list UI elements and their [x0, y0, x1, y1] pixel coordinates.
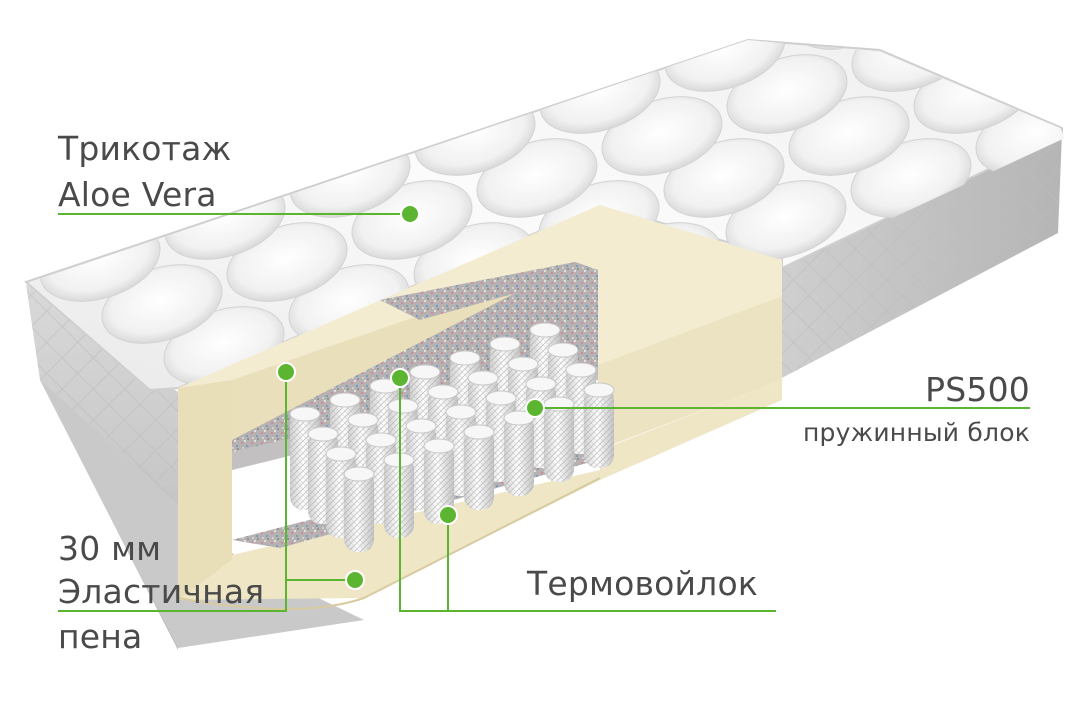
- pocket-spring-texture: [424, 442, 454, 524]
- felt-callout-line-1: [399, 378, 776, 612]
- felt-top-marker-dot: [390, 368, 410, 388]
- quilt-pillow: [415, 40, 537, 50]
- cover-marker-dot: [400, 204, 420, 224]
- pocket-spring-top: [409, 364, 441, 380]
- pocket-spring-texture: [584, 386, 614, 468]
- cover-label-line2: Aloe Vera: [58, 175, 217, 214]
- quilt-pillow: [905, 0, 1045, 21]
- spring-marker-dot: [525, 398, 545, 418]
- pocket-spring-top: [365, 432, 397, 448]
- foam-label-line3: пена: [58, 617, 143, 656]
- pocket-spring-top: [525, 376, 557, 392]
- foam-top-marker-dot: [276, 362, 296, 382]
- cover-label-line1: Трикотаж: [58, 129, 232, 168]
- quilt-pillow: [352, 54, 474, 134]
- pocket-spring-top: [547, 342, 579, 358]
- quilt-pillow: [1038, 40, 1065, 92]
- spring-label-line1: PS500: [925, 370, 1030, 409]
- pocket-spring-top: [289, 406, 321, 422]
- pocket-spring-top: [423, 438, 455, 454]
- quilt-pillow: [28, 138, 37, 218]
- foam-label-line1: 30 мм: [58, 529, 162, 568]
- quilt-pillow: [718, 0, 858, 21]
- quilt-pillow: [103, 40, 225, 92]
- pocket-spring-top: [565, 362, 597, 378]
- quilt-pillow: [227, 96, 349, 176]
- pocket-spring-top: [485, 390, 517, 406]
- felt-bottom-marker-dot: [438, 505, 458, 525]
- quilt-pillow: [976, 40, 1065, 50]
- pocket-spring-top: [467, 370, 499, 386]
- quilt-pillow: [477, 40, 599, 92]
- pocket-spring-top: [445, 404, 477, 420]
- pocket-spring-texture: [544, 400, 574, 482]
- foam-label-line2: Эластичная: [58, 572, 265, 611]
- quilt-pillow: [344, 0, 484, 21]
- callout-dots: [276, 204, 545, 590]
- pocket-spring-top: [307, 426, 339, 442]
- quilt-pillow: [664, 40, 786, 92]
- pocket-spring-top: [427, 384, 459, 400]
- felt-label: Термовойлок: [527, 564, 758, 603]
- pocket-spring-top: [343, 466, 375, 482]
- spring-label-line2: пружинный блок: [803, 418, 1030, 447]
- foam-callout-line: [58, 372, 287, 612]
- pocket-spring-top: [387, 398, 419, 414]
- pocket-spring-top: [325, 446, 357, 462]
- spring-block: [289, 322, 615, 552]
- pocket-spring-top: [489, 336, 521, 352]
- pocket-spring-top: [405, 418, 437, 434]
- pocket-spring-texture: [344, 470, 374, 552]
- callout-lines: [58, 213, 1030, 612]
- quilt-pillow: [228, 40, 350, 50]
- pocket-spring-top: [329, 392, 361, 408]
- pocket-spring-texture: [464, 428, 494, 510]
- pocket-spring-top: [347, 412, 379, 428]
- pocket-spring-top: [529, 322, 561, 338]
- pocket-spring-texture: [504, 414, 534, 496]
- quilt-pillow: [290, 40, 412, 92]
- pocket-spring-top: [583, 382, 615, 398]
- pocket-spring-top: [503, 410, 535, 426]
- pocket-spring-top: [463, 424, 495, 440]
- quilt-pillow: [531, 0, 671, 21]
- foam-bottom-marker-dot: [345, 570, 365, 590]
- pocket-spring-top: [507, 356, 539, 372]
- pocket-spring-top: [449, 350, 481, 366]
